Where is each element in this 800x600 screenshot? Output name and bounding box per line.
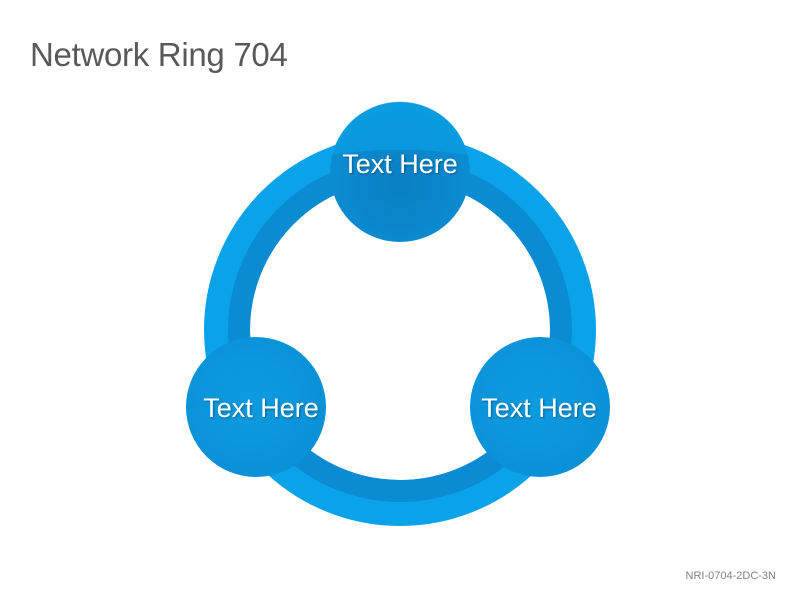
node-right-label: Text Here <box>481 393 597 423</box>
node-right: Text Here <box>470 337 610 477</box>
node-left-circle <box>186 337 326 477</box>
node-right-circle <box>470 337 610 477</box>
node-left: Text Here <box>186 337 326 477</box>
node-left-label: Text Here <box>203 393 319 423</box>
node-top-label: Text Here <box>342 149 458 179</box>
slide-code: NRI-0704-2DC-3N <box>685 570 776 582</box>
node-top: Text Here <box>330 101 470 242</box>
page-title: Network Ring 704 <box>30 36 288 73</box>
node-top-highlight <box>332 101 468 155</box>
